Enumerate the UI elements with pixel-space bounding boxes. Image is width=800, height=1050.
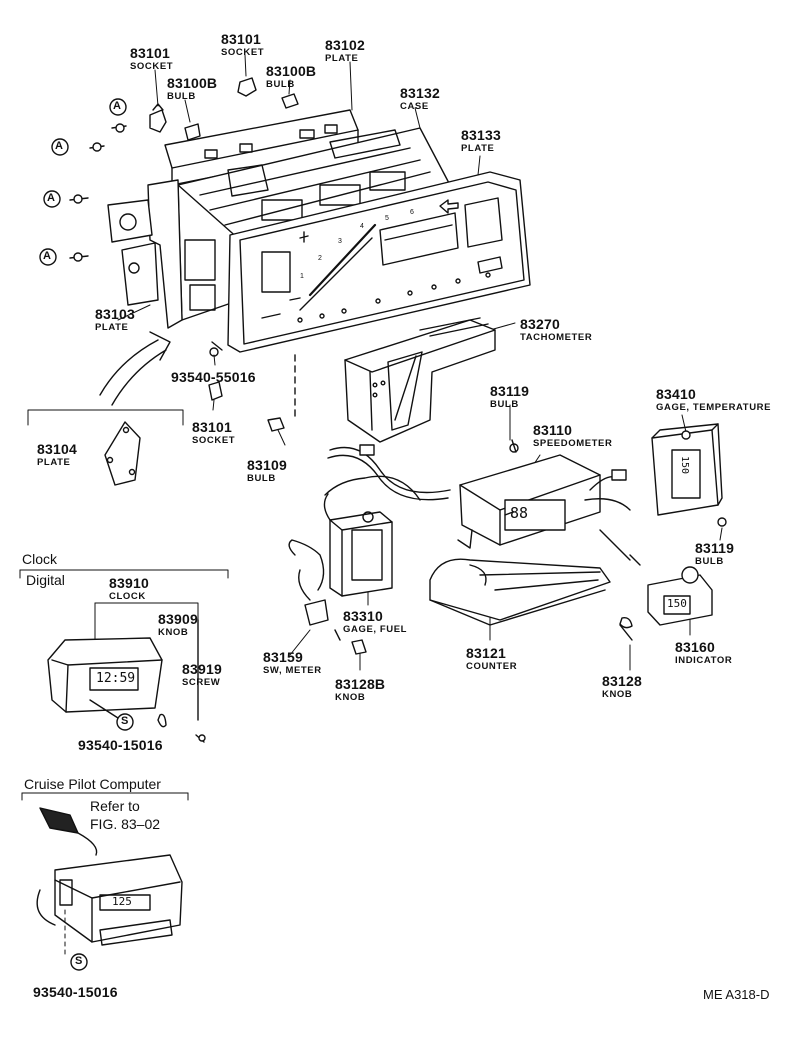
svg-text:4: 4: [360, 223, 364, 230]
counter-drawing: [429, 558, 633, 641]
marker-s-2: S: [75, 955, 83, 967]
callout-93540-15016-a: 93540-15016: [78, 737, 163, 753]
svg-text:6: 6: [410, 209, 414, 216]
clock-section-title: Clock: [22, 551, 58, 567]
marker-a-3: A: [47, 192, 55, 204]
front-plate-drawing: 1 2 3 4 5 6: [227, 171, 531, 353]
meter-case-drawing: [107, 109, 451, 329]
refer-text-line2: FIG. 83–02: [90, 816, 161, 832]
wiring-harness-drawing: [323, 444, 641, 566]
clock-drawing: [19, 569, 229, 743]
marker-a-4: A: [43, 250, 51, 262]
cruise-computer-drawing: [21, 792, 189, 971]
plate-83104-drawing: [27, 409, 184, 486]
callout-93540-55016: 93540-55016: [171, 369, 256, 385]
fuel-gage-drawing: [329, 511, 393, 597]
svg-text:3: 3: [338, 238, 342, 245]
clock-section-subtitle: Digital: [26, 572, 65, 588]
speedometer-drawing: [457, 439, 601, 549]
indicator-display: 150: [667, 597, 687, 610]
svg-text:2: 2: [318, 255, 322, 262]
circled-markers: [39, 98, 127, 266]
clock-display: 12:59: [96, 671, 136, 686]
indicator-drawing: [647, 566, 713, 626]
temperature-gage-drawing: [651, 423, 727, 527]
temperature-display: 150: [679, 455, 691, 475]
marker-s-1: S: [121, 715, 129, 727]
tachometer-drawing: [344, 317, 496, 443]
refer-text-line1: Refer to: [90, 798, 140, 814]
svg-text:1: 1: [300, 273, 304, 280]
callout-93540-15016-b: 93540-15016: [33, 984, 118, 1000]
marker-a-2: A: [55, 140, 63, 152]
cruise-section-title: Cruise Pilot Computer: [24, 776, 161, 792]
cruise-display: 125: [112, 895, 132, 908]
meter-switch-drawing: [288, 539, 367, 655]
figure-code: ME A318-D: [703, 987, 770, 1002]
svg-text:5: 5: [385, 215, 389, 222]
top-small-parts-drawing: [69, 77, 299, 432]
speedometer-display: 88: [510, 504, 529, 522]
assembly-arrow: [99, 331, 171, 406]
marker-a-1: A: [113, 100, 121, 112]
leader-lines: [117, 54, 723, 671]
